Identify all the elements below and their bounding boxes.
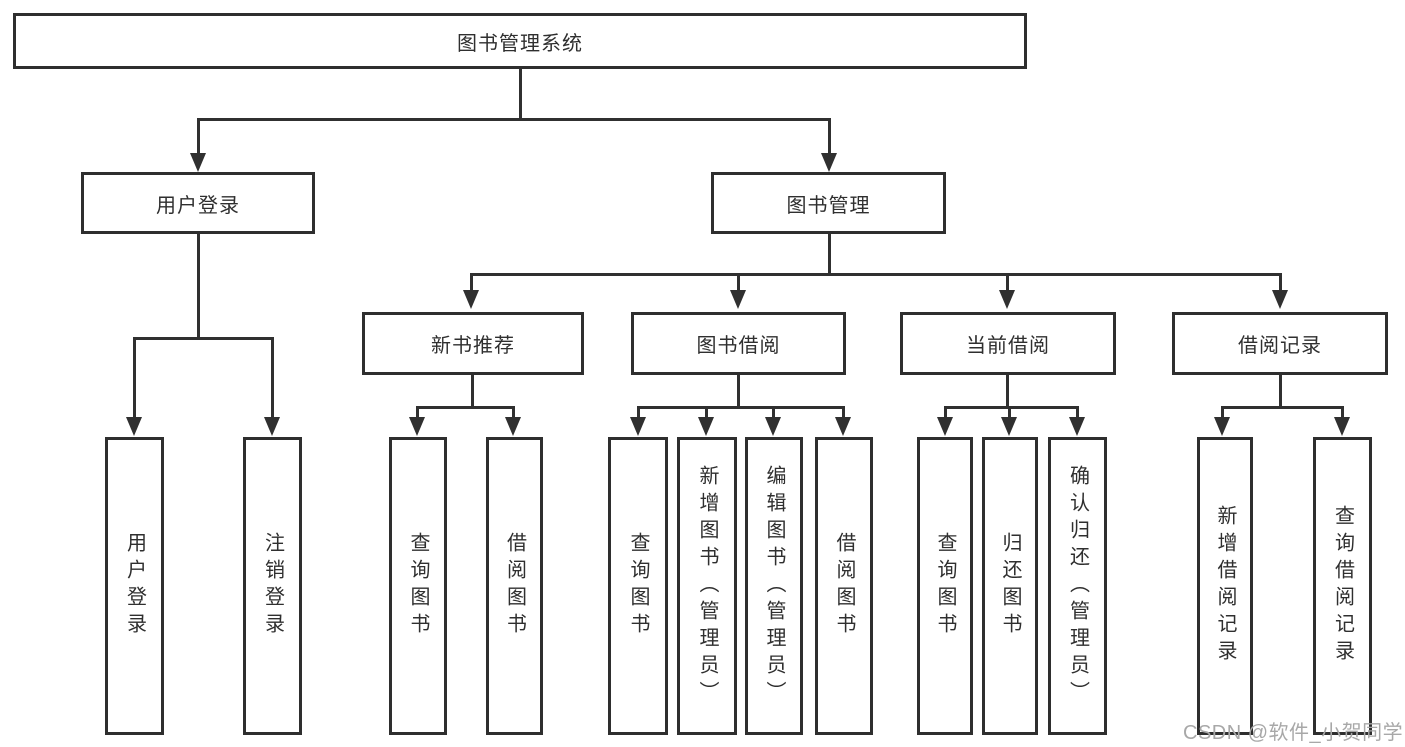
- node-borrow-records-label: 借阅记录: [1238, 335, 1322, 357]
- arrow-down-icon: [409, 417, 425, 436]
- leaf-current-query-books-label: 查询图书: [934, 532, 956, 640]
- arrow-down-icon: [126, 417, 142, 436]
- leaf-return-books: 归还图书: [982, 437, 1038, 735]
- connector-current-drop-1: [944, 406, 947, 419]
- arrow-down-icon: [630, 417, 646, 436]
- leaf-return-books-label: 归还图书: [999, 532, 1021, 640]
- node-user-login: 用户登录: [81, 172, 315, 234]
- connector-bookmgmt-drop-2: [737, 273, 740, 290]
- connector-current-drop-2: [1008, 406, 1011, 419]
- arrow-down-icon: [999, 290, 1015, 309]
- arrow-down-icon: [264, 417, 280, 436]
- connector-records-drop-1: [1221, 406, 1224, 419]
- leaf-borrow-borrow-books: 借阅图书: [815, 437, 873, 735]
- node-book-management-label: 图书管理: [786, 194, 871, 217]
- leaf-confirm-return-admin: 确认归还（管理员）: [1048, 437, 1107, 735]
- leaf-edit-book-admin: 编辑图书（管理员）: [745, 437, 803, 735]
- connector-bookmgmt-drop-1: [470, 273, 473, 290]
- arrow-down-icon: [1272, 290, 1288, 309]
- connector-bookmgmt-drop-4: [1279, 273, 1282, 290]
- arrow-down-icon: [821, 153, 837, 172]
- node-new-book-recommend: 新书推荐: [362, 312, 584, 375]
- leaf-user-login-label: 用户登录: [123, 532, 146, 640]
- node-current-borrow: 当前借阅: [900, 312, 1116, 375]
- leaf-edit-book-admin-label: 编辑图书（管理员）: [763, 464, 785, 708]
- leaf-borrow-query-books-label: 查询图书: [627, 532, 649, 640]
- node-borrow-records: 借阅记录: [1172, 312, 1388, 375]
- connector-current-stem: [1006, 375, 1009, 406]
- connector-userlogin-stem: [197, 234, 200, 337]
- arrow-down-icon: [1069, 417, 1085, 436]
- leaf-logout-label: 注销登录: [261, 532, 284, 640]
- connector-userlogin-drop-2: [271, 337, 274, 417]
- connector-bookmgmt-stem: [828, 234, 831, 273]
- arrow-down-icon: [698, 417, 714, 436]
- node-user-login-label: 用户登录: [156, 194, 240, 217]
- connector-root-drop-right: [828, 118, 831, 154]
- arrow-down-icon: [1001, 417, 1017, 436]
- arrow-down-icon: [835, 417, 851, 436]
- arrow-down-icon: [1214, 417, 1230, 436]
- arrow-down-icon: [505, 417, 521, 436]
- connector-borrow-drop-3: [772, 406, 775, 419]
- leaf-current-query-books: 查询图书: [917, 437, 973, 735]
- connector-current-branch: [944, 406, 1079, 409]
- leaf-add-book-admin: 新增图书（管理员）: [677, 437, 737, 735]
- connector-userlogin-drop-1: [133, 337, 136, 417]
- connector-userlogin-branch: [133, 337, 274, 340]
- leaf-newbook-borrow-books-label: 借阅图书: [503, 532, 526, 640]
- connector-bookmgmt-branch: [470, 273, 1282, 276]
- leaf-user-login: 用户登录: [105, 437, 164, 735]
- arrow-down-icon: [730, 290, 746, 309]
- arrow-down-icon: [937, 417, 953, 436]
- connector-newbook-stem: [471, 375, 474, 406]
- node-book-borrow: 图书借阅: [631, 312, 846, 375]
- node-book-management: 图书管理: [711, 172, 946, 234]
- arrow-down-icon: [765, 417, 781, 436]
- leaf-newbook-borrow-books: 借阅图书: [486, 437, 543, 735]
- leaf-query-borrow-record-label: 查询借阅记录: [1331, 505, 1354, 667]
- leaf-add-book-admin-label: 新增图书（管理员）: [696, 464, 718, 708]
- node-current-borrow-label: 当前借阅: [966, 335, 1050, 357]
- connector-bookmgmt-drop-3: [1006, 273, 1009, 290]
- arrow-down-icon: [1334, 417, 1350, 436]
- connector-borrow-stem: [737, 375, 740, 406]
- leaf-borrow-query-books: 查询图书: [608, 437, 668, 735]
- node-library-system-label: 图书管理系统: [457, 32, 583, 55]
- csdn-watermark: CSDN @软件_小贺同学: [1183, 722, 1404, 744]
- connector-borrow-drop-1: [637, 406, 640, 419]
- connector-root-branch: [197, 118, 831, 121]
- connector-newbook-branch: [416, 406, 515, 409]
- arrow-down-icon: [463, 290, 479, 309]
- connector-current-drop-3: [1076, 406, 1079, 419]
- leaf-newbook-query-books: 查询图书: [389, 437, 447, 735]
- leaf-borrow-borrow-books-label: 借阅图书: [833, 532, 855, 640]
- connector-borrow-branch: [637, 406, 845, 409]
- connector-records-drop-2: [1341, 406, 1344, 419]
- connector-newbook-drop-2: [512, 406, 515, 419]
- leaf-query-borrow-record: 查询借阅记录: [1313, 437, 1372, 735]
- node-new-book-recommend-label: 新书推荐: [431, 335, 515, 357]
- connector-newbook-drop-1: [416, 406, 419, 419]
- connector-root-drop-left: [197, 118, 200, 154]
- connector-records-stem: [1279, 375, 1282, 406]
- arrow-down-icon: [190, 153, 206, 172]
- leaf-confirm-return-admin-label: 确认归还（管理员）: [1066, 464, 1089, 708]
- node-book-borrow-label: 图书借阅: [696, 335, 781, 357]
- connector-root-stem: [519, 69, 522, 118]
- connector-borrow-drop-4: [842, 406, 845, 419]
- leaf-logout: 注销登录: [243, 437, 302, 735]
- leaf-add-borrow-record: 新增借阅记录: [1197, 437, 1253, 735]
- connector-borrow-drop-2: [705, 406, 708, 419]
- leaf-newbook-query-books-label: 查询图书: [407, 532, 429, 640]
- connector-records-branch: [1221, 406, 1344, 409]
- node-library-system: 图书管理系统: [13, 13, 1027, 69]
- leaf-add-borrow-record-label: 新增借阅记录: [1214, 505, 1236, 667]
